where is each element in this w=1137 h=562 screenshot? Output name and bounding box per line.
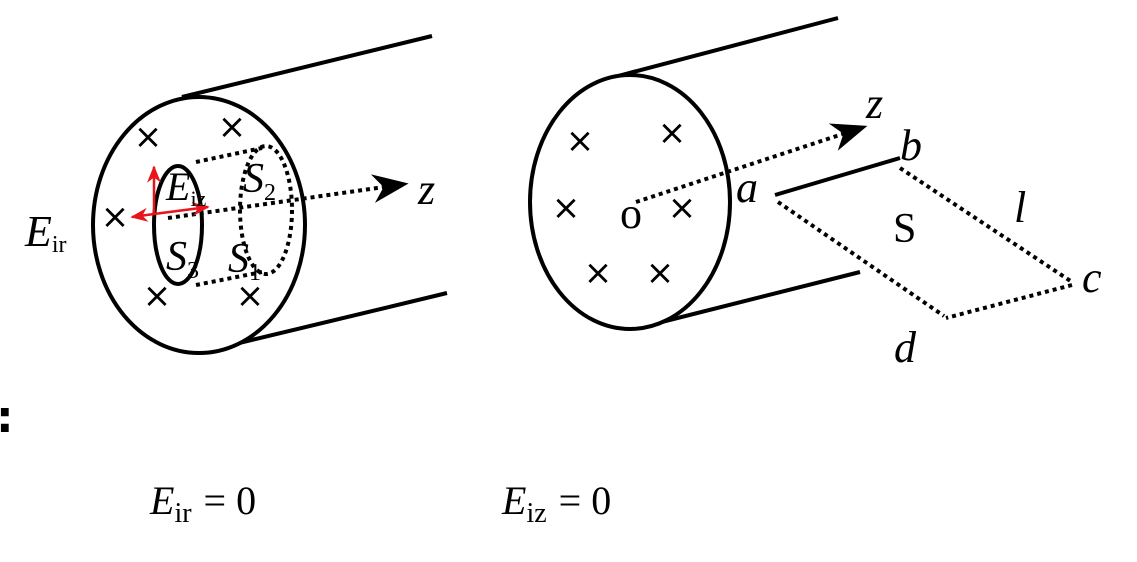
equations: Eir= 0 Eiz= 0 [149, 478, 611, 529]
cross-mark: × [218, 107, 247, 147]
equation-e-iz: Eiz= 0 [501, 478, 611, 529]
cylinder-top-edge [181, 34, 433, 99]
cross-mark: × [566, 121, 595, 161]
label-length-l: l [1014, 183, 1026, 232]
label-corner-c: c [1082, 253, 1102, 302]
label-e-iz: Eiz [165, 164, 207, 211]
cross-mark: × [143, 276, 172, 316]
cross-mark: × [584, 253, 613, 293]
label-corner-d: d [894, 323, 917, 372]
gauss-bottom-edge [195, 270, 263, 287]
label-surface-s: S [893, 206, 916, 252]
cross-mark: × [658, 113, 687, 153]
field-vector-left [130, 207, 155, 222]
inner-hole [152, 164, 204, 286]
label-s1: S1 [228, 236, 261, 286]
loop-side-bc [898, 166, 1074, 284]
label-origin: o [620, 189, 642, 238]
cross-mark: × [552, 188, 581, 228]
field-vector-right [153, 202, 210, 216]
cross-mark: × [101, 197, 130, 237]
cylinder-bottom-edge [637, 270, 861, 330]
cross-mark: × [668, 188, 697, 228]
label-corner-a: a [736, 163, 758, 212]
side-colon: : [0, 392, 14, 443]
gauss-end-cap [238, 144, 294, 276]
label-s2: S2 [243, 156, 276, 206]
label-z-left: z [417, 165, 435, 214]
label-e-ir: Eir [24, 207, 67, 258]
cylinder-top-edge [617, 16, 839, 78]
label-s3: S3 [166, 234, 199, 284]
loop-side-da [776, 200, 946, 318]
label-z-right: z [865, 79, 883, 128]
gauss-top-edge [195, 146, 263, 164]
loop-side-cd [945, 283, 1073, 320]
cross-mark: × [134, 117, 163, 157]
z-axis-arrow [635, 123, 868, 204]
cross-mark: × [236, 276, 265, 316]
loop-side-ab [774, 156, 901, 197]
cross-mark: × [646, 253, 675, 293]
end-face [528, 73, 732, 331]
label-corner-b: b [900, 121, 922, 170]
right-cylinder: × × × × × × o a b c d l S z [528, 16, 1102, 372]
left-cylinder: × × × × × Eir Eiz S2 S3 S1 z [24, 34, 448, 355]
equation-e-ir: Eir= 0 [149, 478, 256, 529]
